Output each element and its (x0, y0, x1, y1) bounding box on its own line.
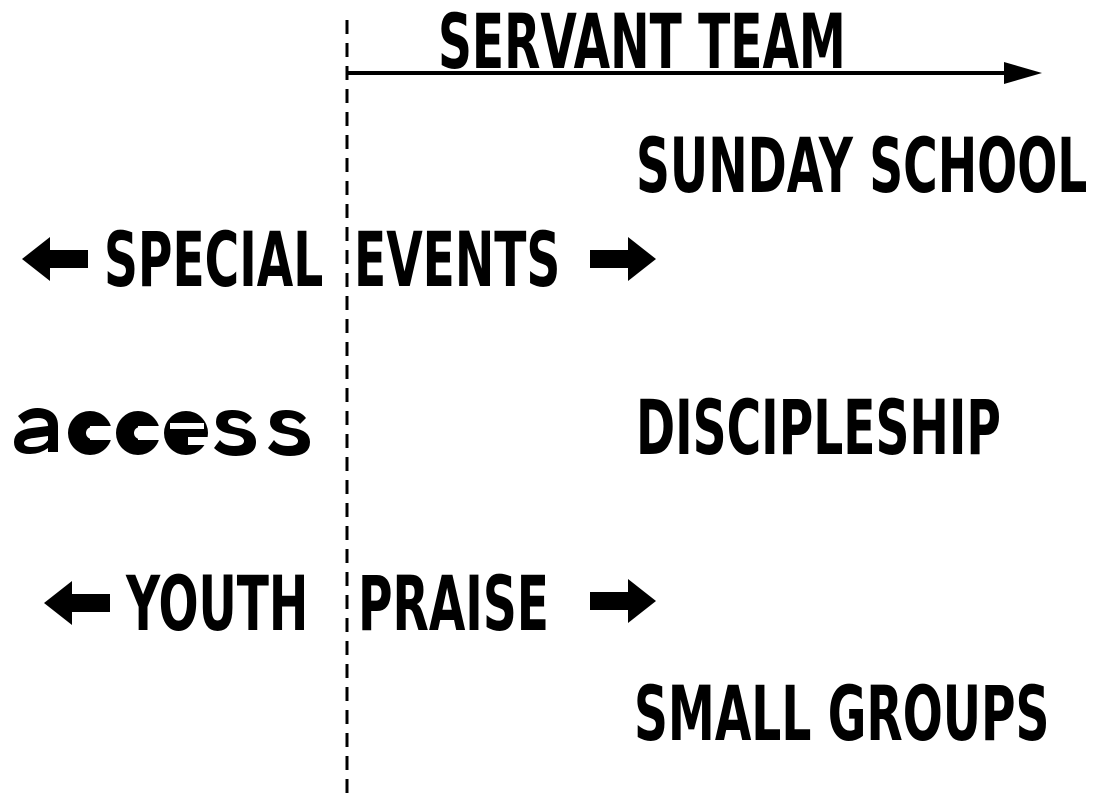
left-arrow-icon (44, 581, 110, 625)
small-groups-label: SMALL GROUPS (634, 669, 1050, 758)
servant-team-title: SERVANT TEAM (438, 0, 846, 86)
special-label: SPECIAL (104, 215, 324, 304)
access-logo: access (10, 396, 310, 456)
left-arrow-icon (22, 237, 88, 281)
discipleship-label: DISCIPLESHIP (636, 383, 1001, 472)
events-label: EVENTS (354, 215, 561, 304)
access-logo-text: access (10, 396, 14, 397)
sunday-school-label: SUNDAY SCHOOL (636, 121, 1088, 210)
right-arrow-icon (590, 237, 656, 281)
praise-label: PRAISE (358, 559, 549, 648)
youth-label: YOUTH (126, 559, 309, 648)
servant-team-arrow-head (1004, 62, 1042, 84)
right-arrow-icon (590, 579, 656, 623)
